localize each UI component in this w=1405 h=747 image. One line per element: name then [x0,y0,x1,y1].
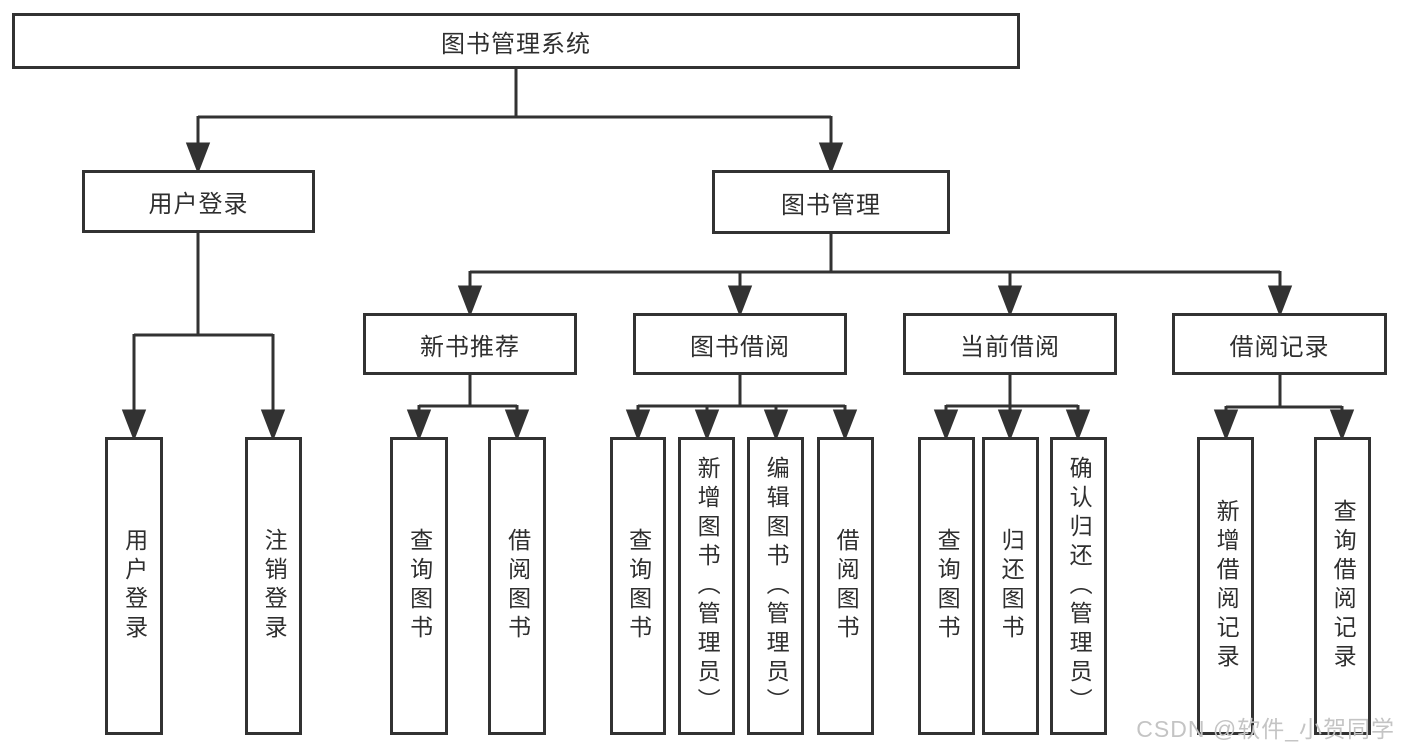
connector-group-book-management [457,234,1293,318]
leaf-label: 查询图书 [406,528,433,644]
leaf-query-books-current: 查询图书 [918,437,975,735]
leaf-edit-book-admin: 编辑图书（管理员） [747,437,804,735]
leaf-label: 归还图书 [998,528,1025,644]
leaf-add-book-admin: 新增图书（管理员） [678,437,735,735]
leaf-label: 编辑图书（管理员） [763,455,790,717]
node-user-login-branch: 用户登录 [82,170,315,233]
connector-group-current [933,375,1091,442]
leaf-label: 新增借阅记录 [1213,499,1240,673]
connector-group-records [1213,375,1355,442]
leaf-logout-login: 注销登录 [245,437,302,735]
node-new-book-recommend: 新书推荐 [363,313,577,375]
leaf-query-borrow-record: 查询借阅记录 [1314,437,1371,735]
leaf-label: 注销登录 [261,528,288,644]
node-label: 借阅记录 [1229,333,1330,361]
connector-group-recommend [406,375,530,442]
connector-group-user-login [121,233,286,442]
node-library-management-system: 图书管理系统 [12,13,1020,69]
node-current-borrow: 当前借阅 [903,313,1117,375]
node-book-borrow: 图书借阅 [633,313,847,375]
leaf-confirm-return-admin: 确认归还（管理员） [1050,437,1107,735]
leaf-label: 查询图书 [934,528,961,644]
csdn-watermark: CSDN @软件_小贺同学 [1136,716,1395,742]
node-label: 图书借阅 [690,333,790,361]
leaf-label: 借阅图书 [833,528,860,644]
leaf-add-borrow-record: 新增借阅记录 [1197,437,1254,735]
leaf-label: 借阅图书 [504,528,531,644]
connector-group-root [185,69,844,175]
leaf-label: 确认归还（管理员） [1066,455,1093,717]
leaf-user-login: 用户登录 [105,437,163,735]
leaf-label: 查询借阅记录 [1330,499,1357,673]
leaf-query-books-borrow: 查询图书 [610,437,666,735]
node-label: 当前借阅 [960,333,1060,361]
leaf-label: 查询图书 [625,528,652,644]
leaf-return-book: 归还图书 [982,437,1039,735]
node-label: 图书管理 [781,191,881,219]
node-label: 图书管理系统 [441,30,591,58]
node-borrow-records: 借阅记录 [1172,313,1387,375]
node-book-management-branch: 图书管理 [712,170,950,234]
connector-group-borrow [625,375,858,442]
node-label: 用户登录 [148,191,249,218]
leaf-borrow-books-borrow: 借阅图书 [817,437,874,735]
leaf-label: 用户登录 [121,528,148,644]
node-label: 新书推荐 [420,333,520,361]
leaf-query-books-recommend: 查询图书 [390,437,448,735]
leaf-label: 新增图书（管理员） [694,455,721,717]
leaf-borrow-books-recommend: 借阅图书 [488,437,546,735]
